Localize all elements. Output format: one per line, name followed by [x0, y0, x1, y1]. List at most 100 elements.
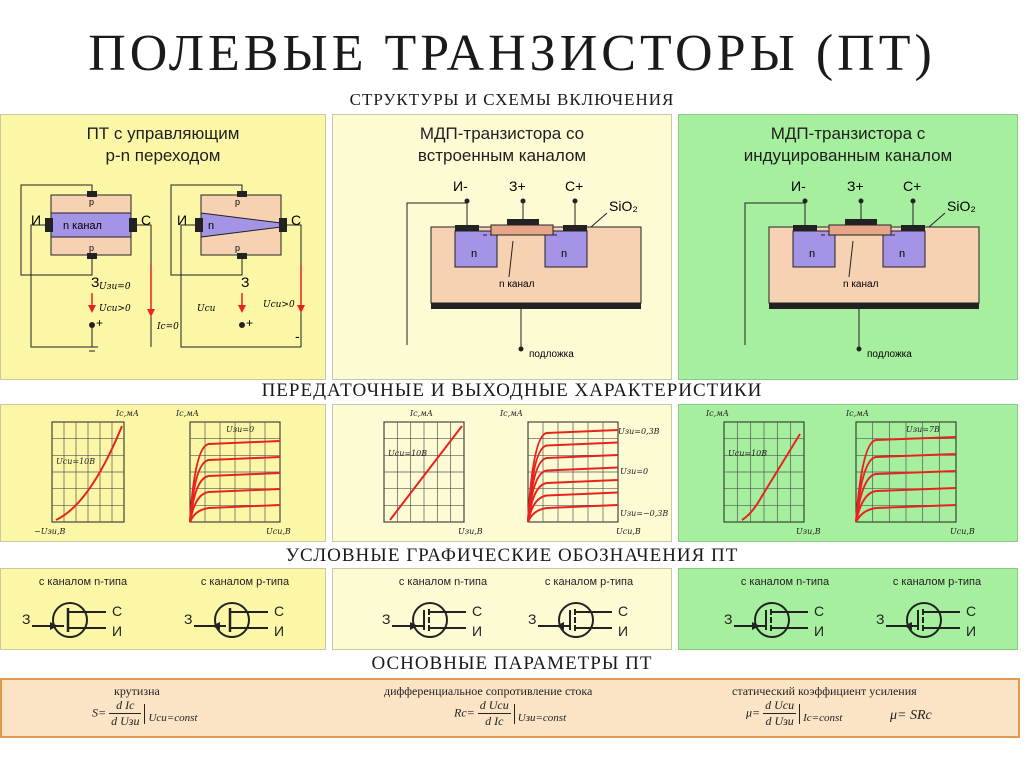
jfet-transfer-grid — [51, 421, 125, 523]
built-transfer-curve — [389, 425, 463, 521]
resist-cond: Uзи=const — [513, 703, 566, 724]
built-source-label: И- — [453, 178, 468, 194]
svg-text:С: С — [814, 603, 824, 619]
ind-output-ylabel: Iс,мА — [845, 409, 869, 418]
induced-drain-label: С+ — [903, 178, 921, 194]
jfet-gate-label: З — [91, 274, 99, 290]
slope-lhs: S= — [92, 705, 107, 720]
svg-text:+: + — [246, 316, 253, 330]
induced-oxide-label: SiO₂ — [947, 198, 976, 214]
ind-transfer-ylabel: Iс,мА — [705, 409, 729, 418]
ind-transfer-curve — [741, 433, 801, 521]
jfet-transfer-note: Uси=10В — [56, 457, 95, 466]
ind-output-curve-4 — [855, 436, 957, 523]
built-oxide-label: SiO₂ — [609, 198, 638, 214]
ind-transfer-xlabel: Uзи,В — [796, 527, 821, 536]
svg-text:n: n — [208, 220, 214, 232]
jfet-source-label: И — [31, 212, 41, 228]
induced-symbols-panel — [678, 568, 1018, 650]
jfet-structure-panel: ПТ с управляющим p-n переходом n канал p… — [0, 114, 326, 380]
jfet-panel-title-1: ПТ с управляющим — [86, 124, 240, 143]
resist-num: d Uси — [477, 698, 511, 714]
symbol-caption-3: с каналом p-типа — [544, 576, 634, 588]
jfet-output-grid — [189, 421, 281, 523]
svg-text:С: С — [618, 603, 628, 619]
resist-caption: дифференциальное сопротивление стока — [384, 684, 593, 698]
jfet-drain-label: С — [141, 212, 151, 228]
section-structures-heading: СТРУКТУРЫ И СХЕМЫ ВКЛЮЧЕНИЯ — [349, 90, 675, 109]
jfet-symbols-panel — [0, 568, 326, 650]
slope-num: d Iс — [109, 698, 142, 714]
svg-text:З: З — [528, 611, 536, 627]
svg-text:И: И — [274, 623, 284, 639]
built-panel-title-1: МДП-транзистора со — [419, 124, 585, 143]
jfet-transfer-curve — [55, 425, 123, 521]
induced-panel-title-2: индуцированным каналом — [743, 146, 953, 165]
mosfet-built-diagram: n n n канал И- З+ С+ SiO₂ подложка — [406, 178, 642, 360]
mosfet-built-structure-panel: МДП-транзистора со встроенным каналом n … — [332, 114, 672, 380]
slope-den: d Uзи — [111, 714, 140, 728]
built-output-note-bottom: Uзи=−0,3В — [620, 509, 668, 518]
jfet-p-top: p — [89, 197, 94, 207]
built-gate-label: З+ — [509, 178, 526, 194]
jfet-uzi-label: Uзи=0 — [99, 282, 131, 292]
page-title: ПОЛЕВЫЕ ТРАНЗИСТОРЫ (ПТ) — [88, 25, 936, 82]
svg-text:И: И — [814, 623, 824, 639]
svg-text:З: З — [22, 611, 30, 627]
jfet-right-drain-label: С — [291, 212, 301, 228]
gain-caption: статический коэффициент усиления — [732, 684, 917, 698]
built-characteristics-panel — [332, 404, 672, 542]
svg-text:p: p — [235, 243, 240, 253]
resist-lhs: Rс= — [454, 705, 475, 720]
svg-text:З: З — [382, 611, 390, 627]
jfet-output-curve-4 — [189, 440, 281, 523]
svg-text:З: З — [184, 611, 192, 627]
built-panel-title-2: встроенным каналом — [417, 146, 587, 165]
gain-cond: Iс=const — [799, 703, 842, 724]
ind-transfer-grid — [723, 421, 805, 523]
induced-substrate-label: подложка — [867, 349, 912, 360]
slope-caption: крутизна — [114, 684, 160, 698]
svg-text:С: С — [274, 603, 284, 619]
jfet-minus: - — [295, 328, 300, 344]
jfet-right-source-label: И — [177, 212, 187, 228]
svg-text:З: З — [724, 611, 732, 627]
built-output-ylabel: Iс,мА — [499, 409, 523, 418]
jfet-usi-label: Uси>0 — [99, 304, 131, 314]
section-parameters-heading: ОСНОВНЫЕ ПАРАМЕТРЫ ПТ — [371, 653, 653, 674]
built-drain-label: С+ — [565, 178, 583, 194]
mosfet-induced-diagram: n n n канал И- З+ С+ SiO₂ подложка — [744, 178, 980, 360]
built-transfer-grid — [383, 421, 465, 523]
svg-text:И: И — [472, 623, 482, 639]
section-characteristics-heading: ПЕРЕДАТОЧНЫЕ И ВЫХОДНЫЕ ХАРАКТЕРИСТИКИ — [261, 380, 763, 401]
mosfet-induced-structure-panel: МДП-транзистора с индуцированным каналом… — [678, 114, 1018, 380]
section-symbols-heading: УСЛОВНЫЕ ГРАФИЧЕСКИЕ ОБОЗНАЧЕНИЯ ПТ — [285, 545, 739, 566]
symbol-caption-1: с каналом p-типа — [200, 576, 290, 588]
jfet-right-usi-gt: Uси>0 — [263, 300, 295, 310]
induced-channel-label: n канал — [843, 279, 879, 290]
built-output-note-mid: Uзи=0 — [620, 467, 648, 476]
svg-text:С: С — [966, 603, 976, 619]
built-symbols-panel — [332, 568, 672, 650]
jfet-panel-title-2: p-n переходом — [105, 146, 221, 165]
symbol-caption-2: с каналом n-типа — [398, 576, 488, 588]
built-transfer-xlabel: Uзи,В — [458, 527, 483, 536]
built-channel-label: n канал — [499, 279, 535, 290]
symbol-caption-4: с каналом n-типа — [740, 576, 830, 588]
induced-panel-title-1: МДП-транзистора с — [770, 124, 926, 143]
jfet-output-xlabel: Uси,В — [266, 527, 291, 536]
ind-output-xlabel: Uси,В — [950, 527, 975, 536]
svg-text:И: И — [966, 623, 976, 639]
induced-gate-label: З+ — [847, 178, 864, 194]
gain-den: d Uзи — [765, 714, 794, 728]
built-transfer-note: Uси=10В — [388, 449, 427, 458]
induced-characteristics-panel — [678, 404, 1018, 542]
jfet-p-bottom: p — [89, 243, 94, 253]
jfet-right-usi: Uси — [197, 304, 216, 314]
built-output-note-top: Uзи=0,3В — [618, 427, 660, 436]
built-output-xlabel: Uси,В — [616, 527, 641, 536]
characteristics-graphs: Iс,мА−Uзи,ВUси=10ВIс,мАUси,ВUзи=0Iс,мАUз… — [34, 409, 975, 536]
